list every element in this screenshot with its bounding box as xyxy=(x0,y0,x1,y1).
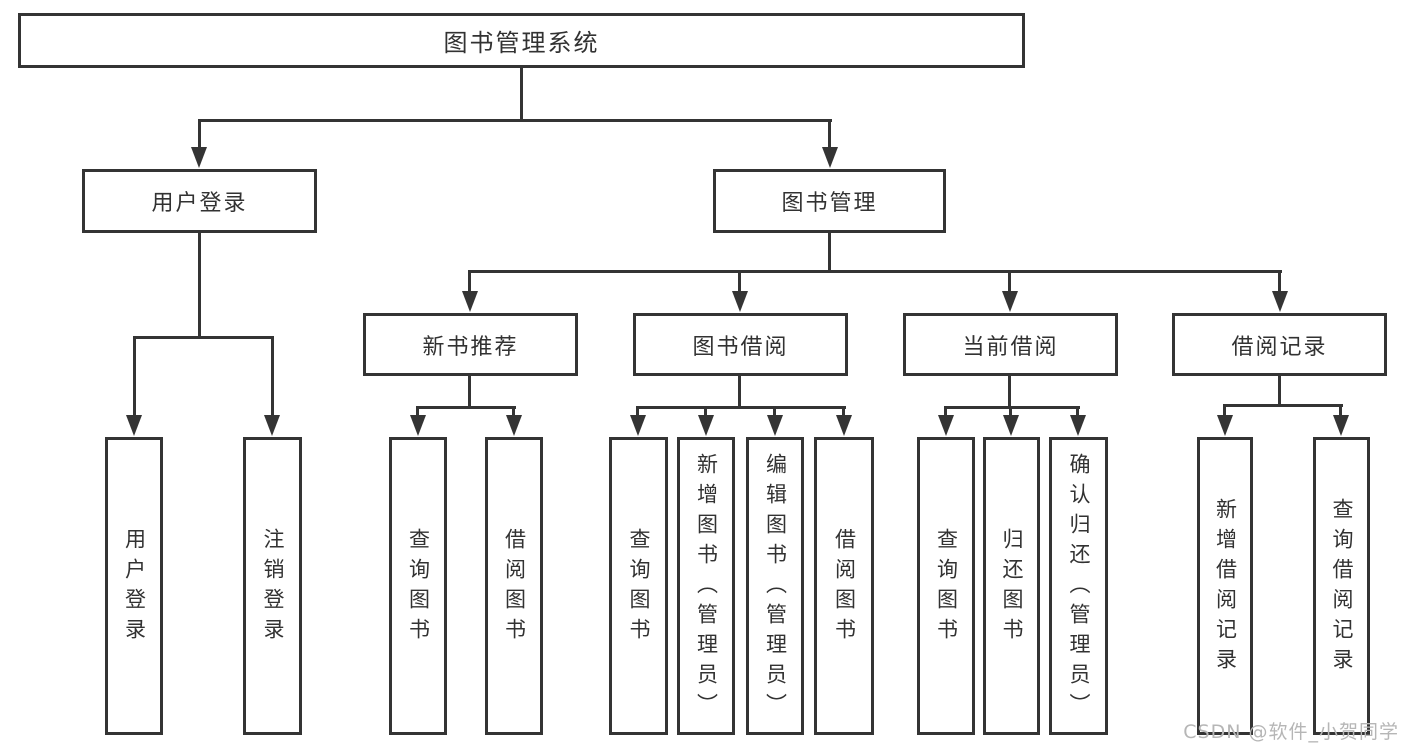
connector-line xyxy=(417,406,516,409)
connector-line xyxy=(198,233,201,339)
leaf-borrow-books-recommend: 借阅图书 xyxy=(485,437,543,735)
connector-line xyxy=(416,406,419,418)
connector-line xyxy=(944,406,1080,409)
leaf-query-books-recommend: 查询图书 xyxy=(389,437,447,735)
leaf-add-books-admin: 新增图书（管理员） xyxy=(677,437,735,735)
connector-line xyxy=(828,233,831,273)
connector-line xyxy=(198,119,201,151)
connector-line xyxy=(738,376,741,409)
arrowhead-icon xyxy=(836,415,852,436)
leaf-edit-books-admin: 编辑图书（管理员） xyxy=(746,437,804,735)
arrowhead-icon xyxy=(1003,415,1019,436)
leaf-query-borrow-record: 查询借阅记录 xyxy=(1313,437,1370,735)
arrowhead-icon xyxy=(1272,291,1288,312)
leaf-add-borrow-record: 新增借阅记录 xyxy=(1197,437,1253,735)
leaf-return-books: 归还图书 xyxy=(983,437,1040,735)
arrowhead-icon xyxy=(938,415,954,436)
connector-line xyxy=(468,376,471,409)
arrowhead-icon xyxy=(822,147,838,168)
leaf-confirm-return-admin: 确认归还（管理员） xyxy=(1049,437,1108,735)
node-library-management-system: 图书管理系统 xyxy=(18,13,1025,68)
connector-line xyxy=(773,406,776,418)
connector-line xyxy=(1339,404,1342,418)
connector-line xyxy=(133,336,274,339)
node-book-management: 图书管理 xyxy=(713,169,946,233)
connector-line xyxy=(1076,406,1079,418)
connector-line xyxy=(1009,406,1012,418)
arrowhead-icon xyxy=(732,291,748,312)
arrowhead-icon xyxy=(1070,415,1086,436)
arrowhead-icon xyxy=(1217,415,1233,436)
leaf-query-books-borrowing: 查询图书 xyxy=(609,437,668,735)
node-user-login-branch: 用户登录 xyxy=(82,169,317,233)
arrowhead-icon xyxy=(462,291,478,312)
connector-line xyxy=(520,68,523,122)
leaf-borrow-books: 借阅图书 xyxy=(814,437,874,735)
connector-line xyxy=(828,119,831,151)
node-borrowing-records: 借阅记录 xyxy=(1172,313,1387,376)
arrowhead-icon xyxy=(1002,291,1018,312)
connector-line xyxy=(469,270,1282,273)
connector-line xyxy=(944,406,947,418)
connector-line xyxy=(738,270,741,294)
leaf-logout: 注销登录 xyxy=(243,437,302,735)
connector-line xyxy=(468,270,471,294)
arrowhead-icon xyxy=(264,415,280,436)
arrowhead-icon xyxy=(767,415,783,436)
csdn-watermark: CSDN @软件_小贺同学 xyxy=(1183,721,1399,743)
connector-line xyxy=(1008,376,1011,409)
arrowhead-icon xyxy=(630,415,646,436)
node-book-borrowing: 图书借阅 xyxy=(633,313,848,376)
connector-line xyxy=(1223,404,1226,418)
arrowhead-icon xyxy=(410,415,426,436)
connector-line xyxy=(1278,376,1281,407)
arrowhead-icon xyxy=(1333,415,1349,436)
arrowhead-icon xyxy=(506,415,522,436)
connector-line xyxy=(271,336,274,418)
connector-line xyxy=(512,406,515,418)
arrowhead-icon xyxy=(191,147,207,168)
connector-line xyxy=(636,406,846,409)
leaf-query-books-current: 查询图书 xyxy=(917,437,975,735)
connector-line xyxy=(198,119,832,122)
connector-line xyxy=(1008,270,1011,294)
connector-line xyxy=(636,406,639,418)
connector-line xyxy=(842,406,845,418)
connector-line xyxy=(1278,270,1281,294)
node-new-book-recommendation: 新书推荐 xyxy=(363,313,578,376)
arrowhead-icon xyxy=(126,415,142,436)
node-current-borrowing: 当前借阅 xyxy=(903,313,1118,376)
connector-line xyxy=(133,336,136,418)
connector-line xyxy=(704,406,707,418)
connector-line xyxy=(1223,404,1343,407)
leaf-user-login: 用户登录 xyxy=(105,437,163,735)
arrowhead-icon xyxy=(698,415,714,436)
